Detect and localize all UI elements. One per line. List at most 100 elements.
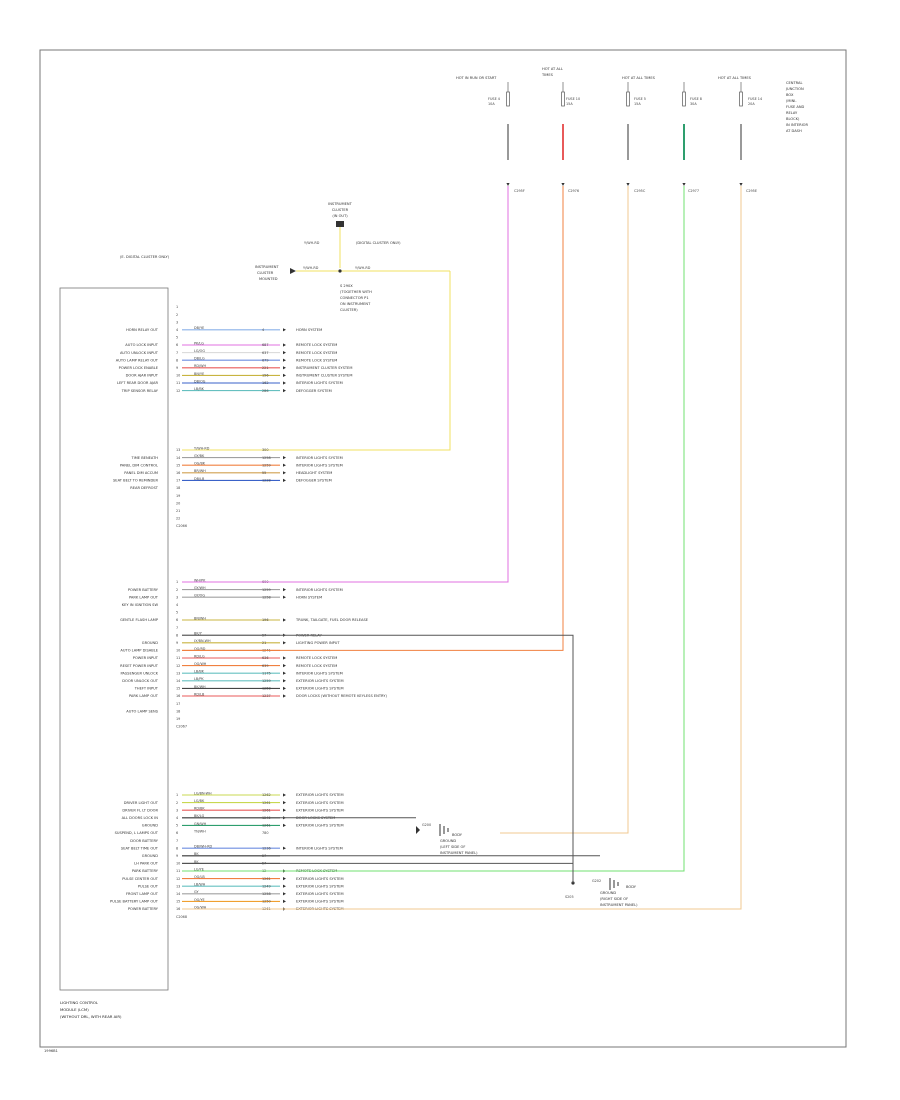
destination-label: EXTERIOR LIGHTS SYSTEM	[296, 687, 344, 691]
splice-note-2: (TOGETHER WITH	[340, 290, 372, 294]
svg-text:IN INTERIOR: IN INTERIOR	[786, 123, 808, 127]
circuit-number: 286	[262, 389, 268, 393]
circuit-number: 1258	[262, 595, 271, 599]
wire-color-code: BN/YE	[194, 372, 204, 376]
connector-arrow-icon	[283, 656, 286, 660]
pin-function-label: REAR DEFROST	[130, 486, 159, 490]
fuse-wire-segment	[627, 124, 629, 160]
connector-arrow-icon	[682, 183, 686, 186]
pin-function-label: AUTO LAMP SENS	[126, 709, 158, 713]
pin-number: 3	[176, 595, 178, 599]
svg-text:CENTRAL: CENTRAL	[786, 81, 802, 85]
circuit-number: 1258	[262, 456, 271, 460]
destination-label: EXTERIOR LIGHTS SYSTEM	[296, 793, 344, 797]
destination-label: LIGHTING POWER INPUT	[296, 641, 340, 645]
pin-function-label: AUTO LOCK INPUT	[125, 343, 159, 347]
wire-color-code: LB/BK	[194, 387, 205, 391]
pin-number: 16	[176, 471, 180, 475]
svg-text:GROUND: GROUND	[440, 839, 456, 843]
destination-label: INSTRUMENT CLUSTER SYSTEM	[296, 374, 352, 378]
connector-arrow-icon	[283, 588, 286, 592]
connector-arrow-icon	[283, 478, 286, 482]
pin-function-label: PARK LAMP OUT	[129, 595, 159, 599]
fuse-wire-segment	[507, 124, 509, 160]
destination-label: REMOTE LOCK SYSTEM	[296, 664, 337, 668]
pin-function-label: DOOR UNLOCK OUT	[122, 679, 159, 683]
connector-arrow-icon	[283, 595, 286, 599]
ground-g200: G200 BODY GROUND (LEFT SIDE OF INSTRUMEN…	[416, 823, 478, 855]
destination-label: REMOTE LOCK SYSTEM	[296, 343, 337, 347]
circuit-number: 639	[262, 664, 268, 668]
wire-color-code: GY	[194, 890, 199, 894]
wire-color-code: RD/LB	[194, 692, 205, 696]
fuse-icon	[682, 91, 686, 107]
svg-text:C2977: C2977	[688, 189, 699, 193]
svg-text:FUSE 5: FUSE 5	[634, 97, 646, 101]
pin-number: 8	[176, 846, 178, 850]
wire-color-code: RD/LG	[194, 654, 205, 658]
fuse5-wire	[500, 186, 629, 834]
svg-text:C295C: C295C	[634, 189, 646, 193]
svg-text:C295F: C295F	[514, 189, 525, 193]
pin-number: 9	[176, 641, 178, 645]
circuit-number: 1261	[262, 824, 271, 828]
diagram-id: 1996B1	[44, 1049, 58, 1053]
pin-function-label: DOOR AJAR INPUT	[126, 374, 159, 378]
svg-text:30A: 30A	[690, 102, 697, 106]
destination-label: INTERIOR LIGHTS SYSTEM	[296, 463, 343, 467]
svg-text:JUNCTION: JUNCTION	[785, 87, 804, 91]
wire-color-code: LG/OG	[194, 349, 205, 353]
wire-color-code: OG/WH	[194, 662, 207, 666]
pin-number: 15	[176, 687, 180, 691]
pin-number: 10	[176, 649, 180, 653]
module-title-line-2: MODULE (LCM)	[60, 1007, 89, 1012]
destination-label: EXTERIOR LIGHTS SYSTEM	[296, 900, 344, 904]
destination-label: EXTERIOR LIGHTS SYSTEM	[296, 877, 344, 881]
pin-function-label: POWER BATTERY	[128, 907, 159, 911]
pin-number: 16	[176, 694, 180, 698]
fuse-wire-segment	[740, 124, 742, 160]
circuit-number: 196	[262, 618, 268, 622]
pin-function-label: LH PARK OUT	[134, 862, 159, 866]
pin-function-label: GROUND	[142, 854, 158, 858]
pin-function-label: AUTO UNLOCK INPUT	[120, 351, 159, 355]
connector-arrow-icon	[283, 641, 286, 645]
pin-number: 16	[176, 907, 180, 911]
pin-number: 11	[176, 869, 180, 873]
pin-number: 12	[176, 389, 180, 393]
pin-function-label: PULSE OUT	[138, 884, 159, 888]
connector-arrow-icon	[283, 793, 286, 797]
wire-color-code: RD/BK	[194, 807, 205, 811]
pin-number: 5	[176, 824, 178, 828]
connector-arrow-icon	[283, 892, 286, 896]
destination-label: INTERIOR LIGHTS SYSTEM	[296, 846, 343, 850]
destination-label: INTERIOR LIGHTS SYSTEM	[296, 588, 343, 592]
svg-text:C2976: C2976	[568, 189, 579, 193]
svg-text:(LEFT SIDE OF: (LEFT SIDE OF	[440, 845, 465, 849]
pin-number: 14	[176, 679, 180, 683]
fuse-icon	[561, 91, 565, 107]
pin-number: 17	[176, 702, 180, 706]
pin-number: 10	[176, 374, 180, 378]
connector-arrow-icon	[283, 884, 286, 888]
pin-number: 18	[176, 486, 180, 490]
svg-text:Y/WH-RD: Y/WH-RD	[303, 266, 319, 270]
pin-number: 5	[176, 611, 178, 615]
pin-function-label: LEFT REAR DOOR AJAR	[117, 381, 158, 385]
connector-arrow-icon	[283, 801, 286, 805]
svg-text:INSTRUMENT PANEL): INSTRUMENT PANEL)	[440, 851, 478, 855]
cluster-connector-3: MOUNTED	[259, 277, 278, 281]
pin-number: 1	[176, 305, 178, 309]
wire-color-code: GY/BK	[194, 454, 205, 458]
wire-color-code: BK/LG	[194, 814, 205, 818]
connector-arrow-icon	[283, 343, 286, 347]
pin-number: 14	[176, 456, 180, 460]
pin-number: 1	[176, 580, 178, 584]
connector-arrow-icon	[283, 808, 286, 812]
destination-label: DEFOGGER SYSTEM	[296, 479, 332, 483]
pin-function-label: SEAT BELT TIME OUT	[121, 846, 159, 850]
circuit-number: 1261	[262, 877, 271, 881]
wire-color-code: TN/WH	[193, 829, 206, 833]
wire-color-code: DB/OG	[194, 379, 206, 383]
cluster-left-note: (E. DIGITAL CLUSTER ONLY)	[120, 255, 170, 259]
